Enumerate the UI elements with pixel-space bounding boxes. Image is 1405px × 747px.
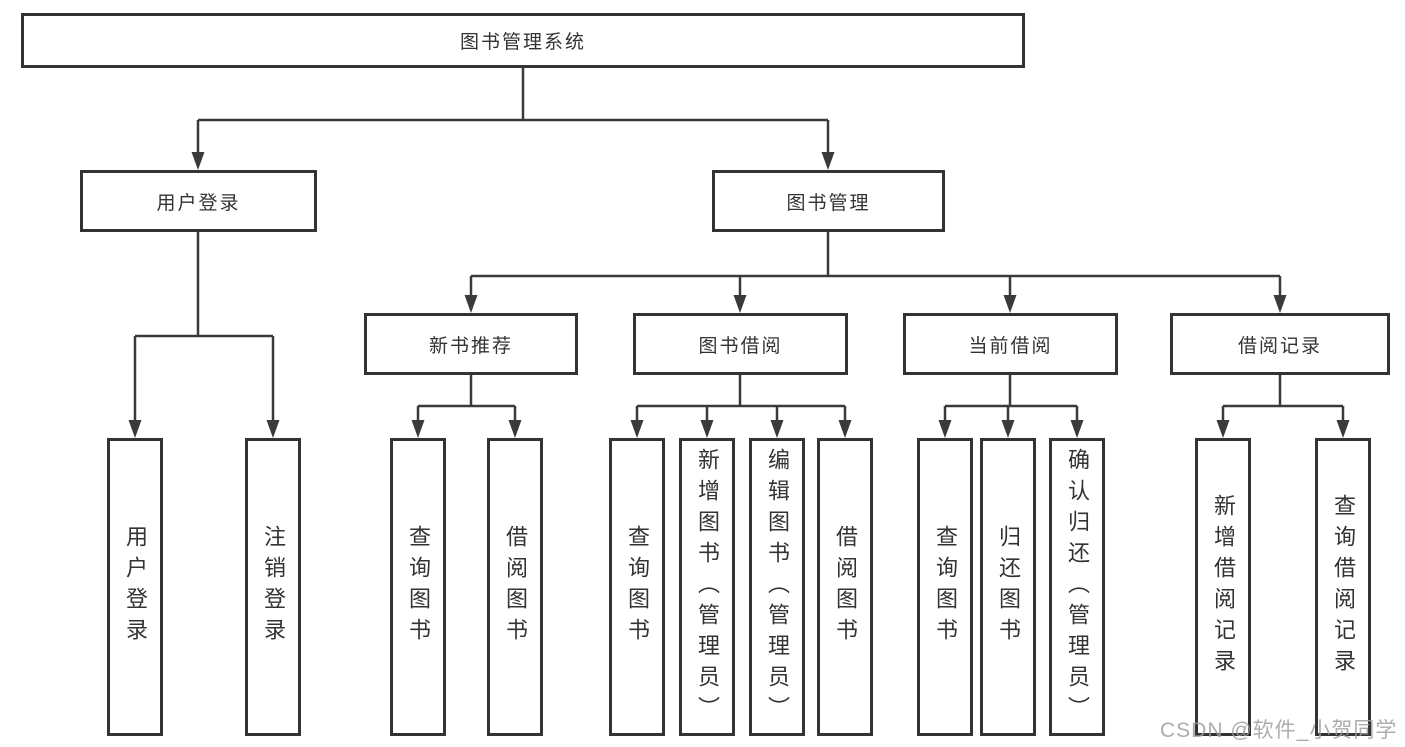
leaf-node: 归还图书 — [980, 438, 1036, 736]
leaf-node-label: 新增图书（管理员） — [695, 447, 720, 727]
node-label: 图书管理 — [786, 192, 871, 214]
leaf-node-label: 新增借阅记录 — [1211, 494, 1236, 680]
node-label: 新书推荐 — [428, 335, 513, 357]
leaf-node-label: 编辑图书（管理员） — [765, 447, 790, 727]
leaf-node: 查询图书 — [917, 438, 973, 736]
node-root-label: 图书管理系统 — [459, 32, 586, 53]
leaf-node-label: 用户登录 — [123, 525, 148, 649]
node-borrowing-records: 借阅记录 — [1170, 313, 1390, 375]
leaf-node-label: 确认归还（管理员） — [1065, 447, 1090, 727]
leaf-node-label: 借阅图书 — [503, 525, 528, 649]
leaf-node-label: 查询图书 — [933, 525, 958, 649]
leaf-node: 注销登录 — [245, 438, 301, 736]
leaf-node-label: 查询图书 — [625, 525, 650, 649]
watermark: CSDN @软件_小贺同学 — [1160, 719, 1398, 742]
node-label: 借阅记录 — [1237, 335, 1322, 357]
arrowheads — [128, 152, 1350, 438]
leaf-node: 借阅图书 — [817, 438, 873, 736]
leaf-node: 查询借阅记录 — [1315, 438, 1371, 736]
node-label: 当前借阅 — [968, 335, 1053, 357]
node-current-borrowing: 当前借阅 — [903, 313, 1118, 375]
leaf-node: 查询图书 — [609, 438, 665, 736]
leaf-node: 借阅图书 — [487, 438, 543, 736]
leaf-node: 用户登录 — [107, 438, 163, 736]
leaf-node-label: 查询图书 — [406, 525, 431, 649]
node-book-borrowing: 图书借阅 — [633, 313, 848, 375]
node-label: 图书借阅 — [698, 335, 783, 357]
leaf-node-label: 查询借阅记录 — [1331, 494, 1356, 680]
leaf-node: 新增图书（管理员） — [679, 438, 735, 736]
leaf-node: 确认归还（管理员） — [1049, 438, 1105, 736]
leaf-node-label: 归还图书 — [996, 525, 1021, 649]
leaf-node-label: 借阅图书 — [833, 525, 858, 649]
node-book-management: 图书管理 — [712, 170, 945, 232]
leaf-node: 查询图书 — [390, 438, 446, 736]
leaf-node: 编辑图书（管理员） — [749, 438, 805, 736]
leaf-node: 新增借阅记录 — [1195, 438, 1251, 736]
node-new-book-recommendation: 新书推荐 — [364, 313, 578, 375]
tree-edges — [133, 68, 1345, 425]
leaf-node-label: 注销登录 — [261, 525, 286, 649]
node-root-system: 图书管理系统 — [21, 13, 1025, 68]
node-label: 用户登录 — [156, 192, 241, 214]
node-user-login: 用户登录 — [80, 170, 317, 232]
